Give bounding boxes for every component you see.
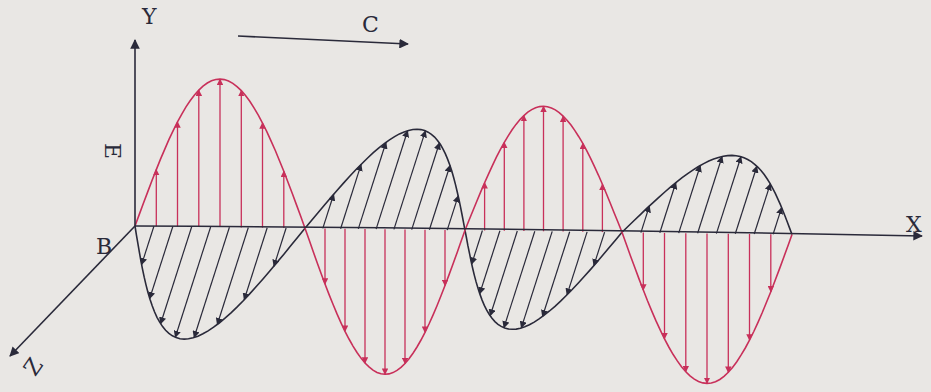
b-field-curve <box>135 226 305 339</box>
b-field-vector <box>274 228 286 266</box>
e-field-vector <box>344 229 345 332</box>
e-field-curve <box>622 232 792 383</box>
b-field-vector <box>244 228 267 300</box>
field-label: B <box>96 236 112 258</box>
e-field-vector <box>404 230 405 364</box>
e-field-vector <box>664 233 665 339</box>
e-field-vector <box>262 123 263 228</box>
e-field-vector <box>384 229 385 374</box>
b-field-vector <box>641 206 650 233</box>
e-field-vector <box>523 116 524 232</box>
propagation-arrow <box>238 36 408 44</box>
e-field-vector <box>156 170 157 227</box>
e-field-vector <box>241 91 242 228</box>
e-field-vector <box>484 183 485 231</box>
e-field-vector <box>582 143 583 231</box>
speed-label: C <box>362 14 379 36</box>
b-field-curve <box>305 129 465 230</box>
b-field-vector <box>567 232 587 295</box>
e-field-vector <box>643 233 644 290</box>
b-field-vector <box>175 227 210 337</box>
b-field-vector <box>358 142 386 229</box>
b-field-vector <box>394 131 426 230</box>
b-field-vector <box>376 131 408 229</box>
b-field-curve <box>622 155 792 234</box>
b-field-vector <box>142 226 154 264</box>
x-axis <box>135 226 922 236</box>
axis-label: Z <box>20 354 47 379</box>
b-field-vector <box>504 231 535 328</box>
b-field-vector <box>194 227 229 337</box>
e-field-vector <box>198 90 199 227</box>
b-field-vector <box>323 194 334 228</box>
b-field-vector <box>150 227 173 299</box>
b-field-vector <box>429 166 450 230</box>
b-field-vector <box>490 231 517 316</box>
b-field-vector <box>660 183 676 233</box>
b-field-vector <box>716 157 741 234</box>
e-field-vector <box>602 184 603 232</box>
b-field-vector <box>447 196 458 230</box>
b-field-vector <box>341 164 362 228</box>
b-field-vector <box>480 231 500 294</box>
b-field-vector <box>773 208 782 235</box>
b-field-vector <box>735 166 757 234</box>
e-field-vector <box>749 234 750 340</box>
e-field-vector <box>324 229 325 285</box>
b-field-vector <box>161 227 192 324</box>
axis-label: Y <box>142 6 157 28</box>
e-field-vector <box>177 122 178 227</box>
e-field-vector <box>685 233 686 372</box>
e-field-curve <box>465 106 622 232</box>
b-field-vector <box>698 157 723 234</box>
b-field-vector <box>679 166 701 234</box>
e-field-vector <box>219 79 220 227</box>
e-field-vector <box>770 234 771 291</box>
e-field-vector <box>283 171 284 228</box>
b-field-vector <box>754 184 770 234</box>
b-field-vector <box>594 232 605 266</box>
e-field-vector <box>706 233 707 383</box>
b-field-vector <box>521 231 552 328</box>
e-field-vector <box>444 230 445 286</box>
e-field-curve <box>135 79 305 228</box>
b-field-vector <box>217 228 248 325</box>
e-field-vector <box>728 234 729 373</box>
axis-label: X <box>906 214 922 236</box>
e-field-curve <box>305 228 465 374</box>
e-field-vector <box>562 116 563 232</box>
y-axis <box>134 40 136 226</box>
field-label: E <box>101 143 123 159</box>
z-axis <box>10 226 135 356</box>
e-field-vector <box>543 106 544 231</box>
e-field-vector <box>424 230 425 332</box>
b-field-vector <box>543 232 570 317</box>
b-field-vector <box>412 143 440 230</box>
e-field-vector <box>364 229 365 363</box>
e-field-vector <box>504 142 505 230</box>
b-field-vector <box>472 231 483 265</box>
b-field-curve <box>465 230 622 329</box>
